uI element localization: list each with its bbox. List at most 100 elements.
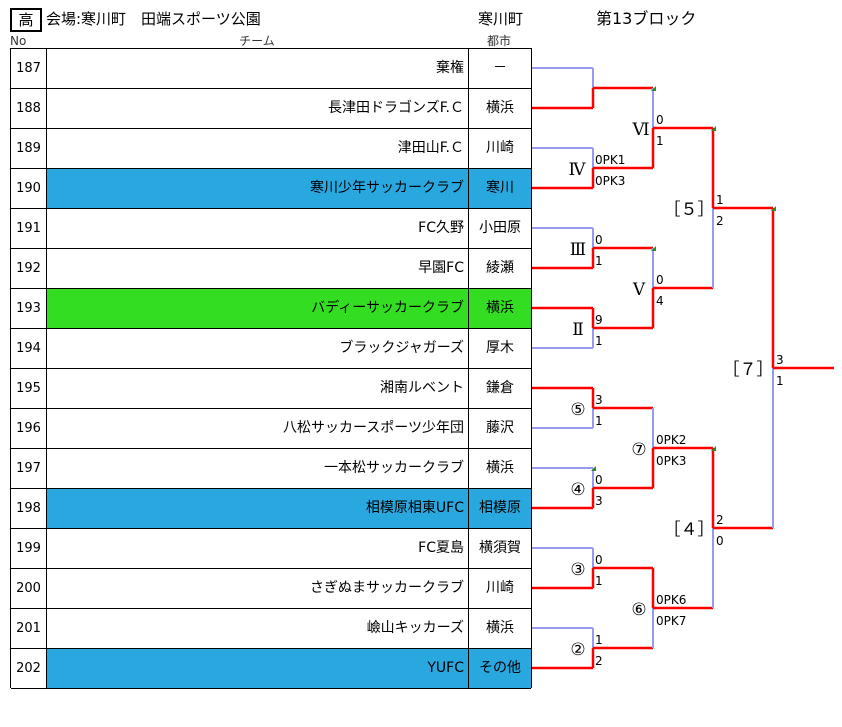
match-score: 9: [595, 313, 603, 327]
team-name: 棄権: [47, 49, 469, 88]
match-score: 0PK6: [656, 593, 686, 607]
match-score: 0PK1: [595, 153, 625, 167]
team-name: 湘南ルベント: [47, 369, 469, 408]
team-number: 188: [11, 89, 47, 128]
team-name: 寒川少年サッカークラブ: [47, 169, 469, 208]
match-score: 0: [716, 534, 724, 548]
match-score: 1: [595, 574, 603, 588]
round-label: ⑦: [631, 440, 646, 460]
team-city: 横浜: [469, 289, 531, 328]
match-score: 0: [595, 553, 603, 567]
match-score: 0: [656, 113, 664, 127]
team-city: 相模原: [469, 489, 531, 528]
column-header-city: 都市: [486, 34, 511, 48]
round-label: ④: [570, 480, 585, 500]
bracket-markers: [591, 86, 776, 471]
match-score: 4: [656, 294, 664, 308]
match-score: 0PK3: [595, 174, 625, 188]
venue-city-label: 寒川町: [478, 10, 524, 28]
round-label: Ⅱ: [572, 320, 584, 340]
bracket-lines: [532, 67, 834, 670]
match-score: 0PK7: [656, 614, 686, 628]
round-label: ［５］: [664, 200, 715, 220]
team-name: さぎぬまサッカークラブ: [47, 569, 469, 608]
match-score: 3: [776, 353, 784, 367]
match-score: 0PK2: [656, 433, 686, 447]
team-name: ブラックジャガーズ: [47, 329, 469, 368]
round-label: ［４］: [664, 520, 715, 540]
team-number: 196: [11, 409, 47, 448]
column-header-no: No: [10, 34, 27, 48]
round-label: ③: [570, 560, 585, 580]
team-name: 一本松サッカークラブ: [47, 449, 469, 488]
team-number: 190: [11, 169, 47, 208]
team-number: 194: [11, 329, 47, 368]
bracket-labels: Ⅵ Ⅳ Ⅲ Ⅴ Ⅱ ［５］ ⑤ ⑦ ④ ［７］ ［４］ ③ ⑥ ②: [569, 120, 774, 660]
team-number: 197: [11, 449, 47, 488]
team-number: 189: [11, 129, 47, 168]
round-label: ②: [570, 640, 585, 660]
team-name: FC久野: [47, 209, 469, 248]
match-marker: [651, 86, 656, 91]
match-score: 3: [595, 393, 603, 407]
team-city: その他: [469, 649, 531, 688]
team-name: 長津田ドラゴンズF.Ｃ: [47, 89, 469, 128]
team-city: 厚木: [469, 329, 531, 368]
venue-label: 会場:寒川町 田端スポーツ公園: [46, 10, 261, 28]
team-city: －: [469, 49, 531, 88]
match-score: 1: [595, 414, 603, 428]
team-number: 202: [11, 649, 47, 688]
team-city: 藤沢: [469, 409, 531, 448]
match-score: 2: [716, 513, 724, 527]
grade-label: 高: [10, 8, 42, 32]
round-label: ⑥: [631, 600, 646, 620]
team-city: 川崎: [469, 129, 531, 168]
match-marker: [771, 206, 776, 211]
team-city: 横浜: [469, 449, 531, 488]
round-label: ［７］: [723, 360, 774, 380]
match-marker: [591, 466, 596, 471]
match-score: 0: [595, 233, 603, 247]
team-city: 横浜: [469, 609, 531, 648]
team-number: 200: [11, 569, 47, 608]
team-number: 198: [11, 489, 47, 528]
team-city: 横須賀: [469, 529, 531, 568]
team-city: 川崎: [469, 569, 531, 608]
team-name: 津田山F.Ｃ: [47, 129, 469, 168]
match-score: 1: [595, 334, 603, 348]
team-name: 八松サッカースポーツ少年団: [47, 409, 469, 448]
match-score: 1: [776, 374, 784, 388]
match-score: 0: [595, 473, 603, 487]
team-number: 199: [11, 529, 47, 568]
team-name: 嶮山キッカーズ: [47, 609, 469, 648]
match-marker: [651, 246, 656, 251]
team-city: 寒川: [469, 169, 531, 208]
match-score: 1: [595, 254, 603, 268]
round-label: Ⅳ: [569, 160, 587, 180]
match-score: 2: [716, 214, 724, 228]
team-name: FC夏島: [47, 529, 469, 568]
team-city: 小田原: [469, 209, 531, 248]
match-marker: [711, 126, 716, 131]
match-score: 0PK3: [656, 454, 686, 468]
round-label: Ⅲ: [570, 240, 586, 260]
round-label: Ⅵ: [631, 120, 649, 140]
team-number: 191: [11, 209, 47, 248]
match-score: 2: [595, 654, 603, 668]
match-score: 0: [656, 273, 664, 287]
team-name: 相模原相東UFC: [47, 489, 469, 528]
